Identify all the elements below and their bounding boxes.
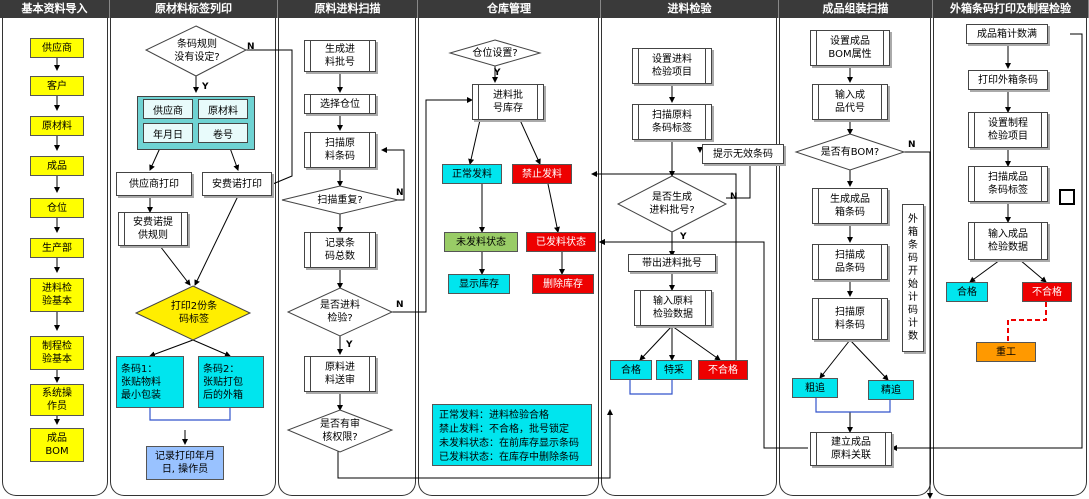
input-product-code: 输入成 品代号 bbox=[812, 84, 888, 120]
bring-out-batch: 带出进料批号 bbox=[628, 254, 716, 272]
lane-warehouse bbox=[418, 18, 599, 496]
select-location: 选择仓位 bbox=[304, 94, 376, 114]
has-bom-n: N bbox=[908, 140, 916, 150]
lane-scan-in bbox=[278, 18, 416, 496]
set-incoming-items: 设置进料 检验项目 bbox=[632, 48, 712, 84]
rework: 重工 bbox=[976, 342, 1036, 362]
scan-raw-barcode: 扫描原 料条码 bbox=[812, 298, 888, 340]
print-outer-barcode: 打印外箱条码 bbox=[968, 70, 1048, 90]
lane-header-assembly: 成品组装扫描 bbox=[779, 0, 933, 18]
basic-process-inspection: 制程检 验基本 bbox=[30, 336, 84, 370]
inspect-fail: 不合格 bbox=[698, 360, 748, 380]
fine-trace: 精追 bbox=[868, 380, 914, 400]
basic-product: 成品 bbox=[30, 156, 84, 176]
record-print-info: 记录打印年月 日, 操作员 bbox=[146, 446, 224, 480]
inspect-special: 特采 bbox=[656, 360, 692, 380]
batch-inventory: 进料批 号库存 bbox=[472, 84, 544, 120]
not-issued-status: 未发料状态 bbox=[444, 232, 518, 252]
process-fail: 不合格 bbox=[1022, 282, 1072, 302]
supplier-print: 供应商打印 bbox=[116, 172, 192, 196]
scan-dup-n: N bbox=[396, 188, 404, 198]
basic-operator: 系统操 作员 bbox=[30, 384, 84, 416]
set-bom-attributes: 设置成品 BOM属性 bbox=[810, 30, 890, 66]
amphenol-print: 安费诺打印 bbox=[202, 172, 272, 196]
basic-incoming-inspection: 进料检 验基本 bbox=[30, 278, 84, 312]
inspect-pass: 合格 bbox=[610, 360, 652, 380]
lane-basic bbox=[2, 18, 108, 496]
stop-issue: 禁止发料 bbox=[512, 164, 572, 184]
lane-header-basic: 基本资料导入 bbox=[0, 0, 110, 18]
rule-cell-supplier: 供应商 bbox=[143, 99, 193, 119]
basic-supplier: 供应商 bbox=[30, 38, 84, 58]
scan-material-barcode: 扫描原 料条码 bbox=[304, 132, 376, 168]
lane-label-print bbox=[110, 18, 276, 496]
label-rule-y: Y bbox=[202, 82, 209, 92]
generate-batch-no: 生成进 料批号 bbox=[304, 40, 376, 72]
invalid-barcode-prompt: 提示无效条码 bbox=[702, 144, 784, 164]
label-rule-n: N bbox=[247, 42, 255, 52]
basic-product-bom: 成品 BOM bbox=[30, 428, 84, 462]
scan-duplicate-decision: 扫描重复? bbox=[317, 194, 363, 206]
scan-product-label: 扫描成品 条码标签 bbox=[968, 166, 1048, 202]
rule-cell-material: 原材料 bbox=[198, 99, 248, 119]
submit-for-review: 原料进 料送审 bbox=[304, 356, 376, 392]
record-barcode-total: 记录条 码总数 bbox=[304, 232, 376, 268]
basic-location: 仓位 bbox=[30, 198, 84, 218]
legend-line-4: 已发料状态：在库存中删除条码 bbox=[439, 452, 579, 463]
inspect-n: N bbox=[396, 300, 404, 310]
inspect-y: Y bbox=[346, 340, 353, 350]
lane-header-warehouse: 仓库管理 bbox=[418, 0, 601, 18]
basic-production: 生产部 bbox=[30, 238, 84, 258]
input-product-data: 输入成品 检验数据 bbox=[968, 222, 1048, 260]
lane-header-scan-in: 原料进料扫描 bbox=[278, 0, 418, 18]
legend-line-3: 未发料状态：在前库存显示条码 bbox=[439, 438, 579, 449]
set-process-items: 设置制程 检验项目 bbox=[968, 112, 1048, 148]
rule-cell-roll: 卷号 bbox=[198, 123, 248, 143]
location-y: Y bbox=[494, 68, 501, 78]
normal-issue: 正常发料 bbox=[442, 164, 502, 184]
lane-header-inspect: 进料检验 bbox=[601, 0, 779, 18]
rule-cell-date: 年月日 bbox=[143, 123, 193, 143]
gen-batch-y: Y bbox=[680, 232, 687, 242]
basic-customer: 客户 bbox=[30, 76, 84, 96]
lane-inspect bbox=[601, 18, 777, 496]
link-product-material: 建立成品 原料关联 bbox=[810, 432, 892, 466]
barcode-two: 条码2： 张贴打包 后的外箱 bbox=[198, 356, 264, 408]
review-permission-decision: 是否有审 核权限? bbox=[320, 419, 360, 443]
barcode-one: 条码1： 张贴物料 最小包装 bbox=[116, 356, 184, 408]
rough-trace: 粗追 bbox=[792, 378, 838, 398]
scan-material-label: 扫描原料 条码标签 bbox=[632, 104, 712, 140]
location-set-decision: 仓位设置? bbox=[472, 47, 518, 59]
generate-box-barcode: 生成成品 箱条码 bbox=[812, 188, 888, 224]
print-two-labels: 打印2份条 码标签 bbox=[170, 301, 218, 325]
label-rule-decision: 条码规则 没有设定? bbox=[174, 39, 220, 63]
lane-header-outer: 外箱条码打印及制程检验 bbox=[933, 0, 1089, 18]
lane-header-label-print: 原材料标签列印 bbox=[110, 0, 278, 18]
issued-status: 已发料状态 bbox=[526, 232, 596, 252]
gen-batch-n: N bbox=[730, 192, 738, 202]
process-pass: 合格 bbox=[946, 282, 988, 302]
box-count-full: 成品箱计数满 bbox=[966, 24, 1048, 44]
has-bom-decision: 是否有BOM? bbox=[820, 146, 880, 158]
status-legend: 正常发料：进料检验合格 禁止发料：不合格，批号锁定 未发料状态：在前库存显示条码… bbox=[432, 404, 592, 466]
delete-inventory: 删除库存 bbox=[532, 274, 594, 294]
amphenol-rule: 安费诺提 供规则 bbox=[118, 212, 188, 246]
lane-outer bbox=[933, 18, 1087, 496]
legend-line-2: 禁止发料：不合格，批号锁定 bbox=[439, 424, 569, 435]
legend-line-1: 正常发料：进料检验合格 bbox=[439, 410, 549, 421]
outer-box-counting-note: 外 箱 条 码 开 始 计 码 计 数 bbox=[902, 204, 924, 352]
incoming-inspection-decision: 是否进料 检验? bbox=[320, 300, 360, 324]
basic-raw-material: 原材料 bbox=[30, 116, 84, 136]
generate-batch-decision: 是否生成 进料批号? bbox=[649, 192, 695, 216]
show-inventory: 显示库存 bbox=[448, 274, 510, 294]
scan-product-barcode: 扫描成 品条码 bbox=[812, 244, 888, 280]
input-material-data: 输入原料 检验数据 bbox=[634, 290, 712, 326]
